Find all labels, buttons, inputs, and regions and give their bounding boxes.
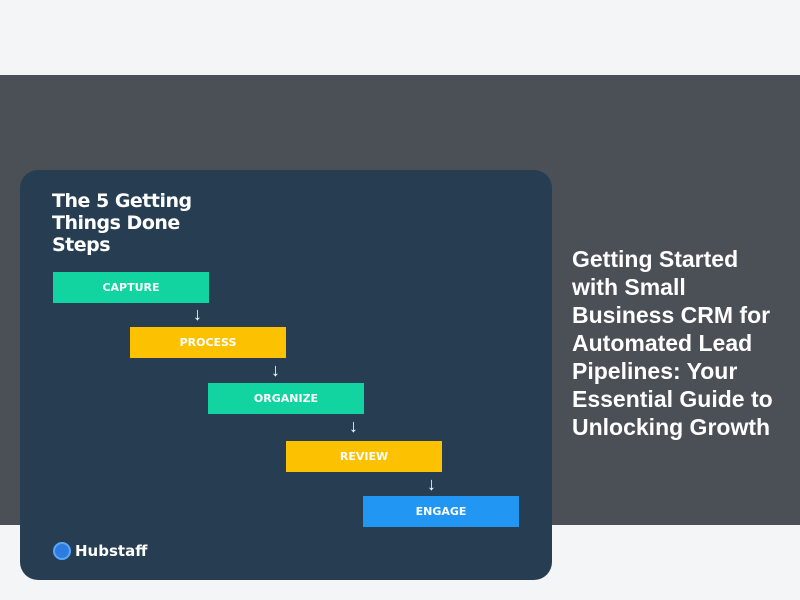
arrow-down-icon: ↓ [349, 416, 358, 436]
hubstaff-logo-icon [53, 542, 71, 560]
arrow-down-icon: ↓ [427, 474, 436, 494]
step-review: REVIEW [286, 441, 442, 472]
step-organize: ORGANIZE [208, 383, 364, 414]
article-title: Getting Started with Small Business CRM … [572, 246, 773, 440]
step-capture: CAPTURE [53, 272, 209, 303]
brand-name: Hubstaff [75, 542, 148, 560]
hero-image: The 5 Getting Things Done Steps CAPTURE … [20, 170, 552, 580]
image-title: The 5 Getting Things Done Steps [52, 190, 192, 256]
hubstaff-logo: Hubstaff [53, 542, 147, 560]
step-process: PROCESS [130, 327, 286, 358]
arrow-down-icon: ↓ [271, 360, 280, 380]
arrow-down-icon: ↓ [193, 304, 202, 324]
step-engage: ENGAGE [363, 496, 519, 527]
hero-band: The 5 Getting Things Done Steps CAPTURE … [0, 75, 800, 580]
